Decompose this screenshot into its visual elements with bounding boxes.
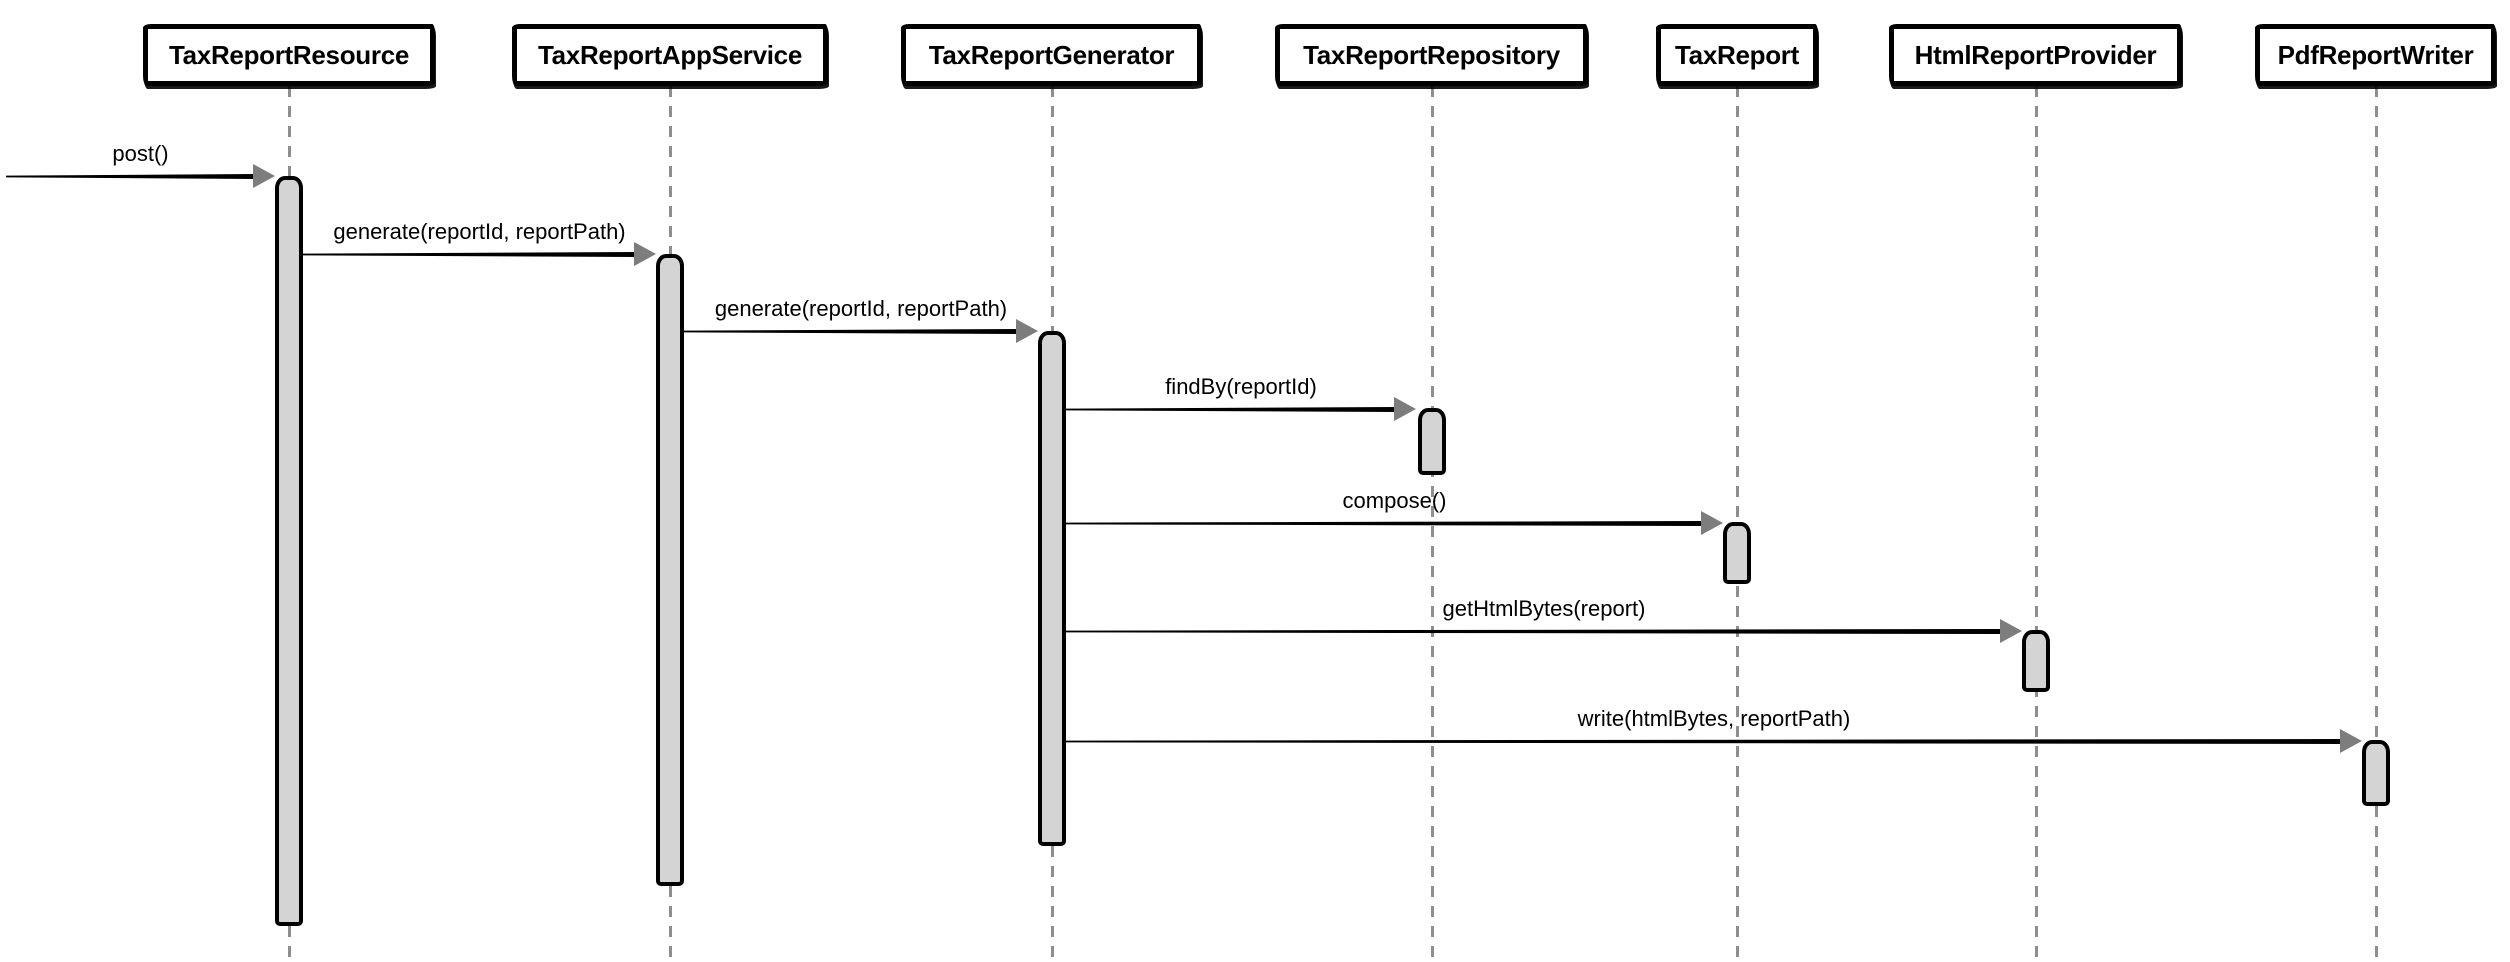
participant-box-PdfReportWriter: PdfReportWriter bbox=[2255, 24, 2496, 86]
message-line-5 bbox=[1066, 629, 2002, 634]
participant-label: PdfReportWriter bbox=[2277, 39, 2474, 70]
message-label-2: generate(reportId, reportPath) bbox=[714, 296, 1008, 321]
participant-box-TaxReport: TaxReport bbox=[1656, 24, 1818, 86]
message-line-4 bbox=[1066, 521, 1703, 526]
arrowhead-icon bbox=[634, 242, 656, 266]
message-label-3: findBy(reportId) bbox=[1165, 374, 1317, 399]
activation-bar-TaxReportGenerator bbox=[1038, 331, 1066, 846]
participant-box-TaxReportRepository: TaxReportRepository bbox=[1275, 24, 1588, 86]
message-line-0 bbox=[6, 174, 255, 179]
message-label-1: generate(reportId, reportPath) bbox=[333, 219, 626, 244]
participant-label: TaxReportAppService bbox=[537, 39, 802, 70]
arrowhead-icon bbox=[1016, 319, 1038, 343]
message-line-1 bbox=[303, 252, 636, 257]
message-line-6 bbox=[1066, 739, 2342, 744]
arrowhead-icon bbox=[253, 164, 275, 188]
message-label-0: post() bbox=[112, 141, 169, 166]
activation-bar-HtmlReportProvider bbox=[2022, 630, 2050, 692]
participant-box-TaxReportAppService: TaxReportAppService bbox=[512, 24, 828, 86]
participant-box-TaxReportGenerator: TaxReportGenerator bbox=[901, 24, 1202, 86]
activation-bar-PdfReportWriter bbox=[2362, 740, 2390, 806]
participant-label: TaxReportResource bbox=[168, 39, 410, 70]
message-label-4: compose() bbox=[1342, 488, 1447, 513]
participant-label: TaxReportRepository bbox=[1303, 39, 1560, 70]
arrowhead-icon bbox=[2340, 729, 2362, 753]
message-label-6: write(htmlBytes, reportPath) bbox=[1577, 706, 1851, 731]
message-label-5: getHtmlBytes(report) bbox=[1442, 596, 1646, 621]
lifeline-HtmlReportProvider bbox=[2035, 86, 2038, 962]
participant-label: TaxReport bbox=[1675, 39, 1799, 70]
participant-box-HtmlReportProvider: HtmlReportProvider bbox=[1889, 24, 2182, 86]
lifeline-PdfReportWriter bbox=[2375, 86, 2378, 962]
arrowhead-icon bbox=[1701, 511, 1723, 535]
participant-box-TaxReportResource: TaxReportResource bbox=[143, 24, 435, 86]
participant-label: HtmlReportProvider bbox=[1914, 39, 2157, 70]
arrowhead-icon bbox=[2000, 619, 2022, 643]
arrowhead-icon bbox=[1394, 397, 1416, 421]
activation-bar-TaxReportRepository bbox=[1418, 408, 1446, 475]
activation-bar-TaxReportAppService bbox=[656, 254, 684, 886]
participant-label: TaxReportGenerator bbox=[928, 39, 1175, 70]
activation-bar-TaxReport bbox=[1723, 522, 1751, 584]
message-line-2 bbox=[684, 329, 1018, 334]
activation-bar-TaxReportResource bbox=[275, 176, 303, 926]
message-line-3 bbox=[1066, 407, 1396, 412]
